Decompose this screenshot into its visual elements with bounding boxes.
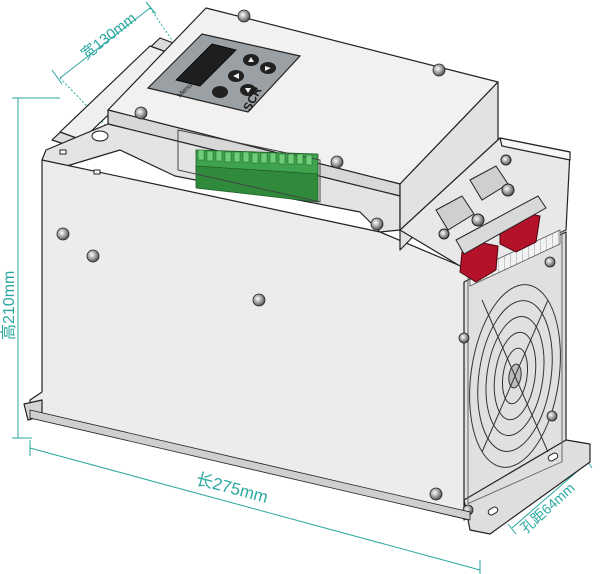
screw-icon <box>370 217 384 231</box>
screw-icon <box>237 9 251 23</box>
screw-icon <box>86 249 100 263</box>
terminal-bolt <box>500 154 512 166</box>
device-body <box>23 7 591 535</box>
control-panel: SCR Menu <box>146 33 302 113</box>
left-arrow-icon <box>233 73 239 79</box>
length-dimension-label: 长275mm <box>194 470 270 507</box>
screw-icon <box>432 63 446 77</box>
terminal-cover-side <box>499 137 571 161</box>
screw-icon <box>134 106 148 120</box>
terminal-screws <box>197 149 313 166</box>
control-panel-face <box>146 33 302 113</box>
fan-grille <box>469 284 561 468</box>
screw-icon <box>429 487 443 501</box>
screw-icon <box>458 332 470 344</box>
screw-icon <box>330 155 344 169</box>
screw-icon <box>544 256 556 268</box>
power-terminals <box>435 154 547 283</box>
screw-icon <box>546 410 558 422</box>
busbar-plate <box>455 195 547 255</box>
screw-icon <box>252 293 266 307</box>
insulator-left <box>435 195 475 231</box>
screw-icon <box>56 227 70 241</box>
screws <box>56 9 558 516</box>
up-arrow-icon <box>248 57 254 62</box>
mounting-holes <box>59 130 559 516</box>
terminal-bolt <box>471 213 485 227</box>
down-arrow-icon <box>245 88 251 93</box>
enter-button[interactable] <box>212 86 228 98</box>
height-dimension-label: 高210mm <box>0 271 18 340</box>
terminal-bolt <box>438 228 450 240</box>
right-arrow-icon <box>265 66 271 71</box>
front-bottom-edge <box>29 409 471 521</box>
width-dimension-label: 宽130mm <box>78 10 140 63</box>
display-window <box>175 43 237 87</box>
terminal-bolt <box>501 183 515 197</box>
